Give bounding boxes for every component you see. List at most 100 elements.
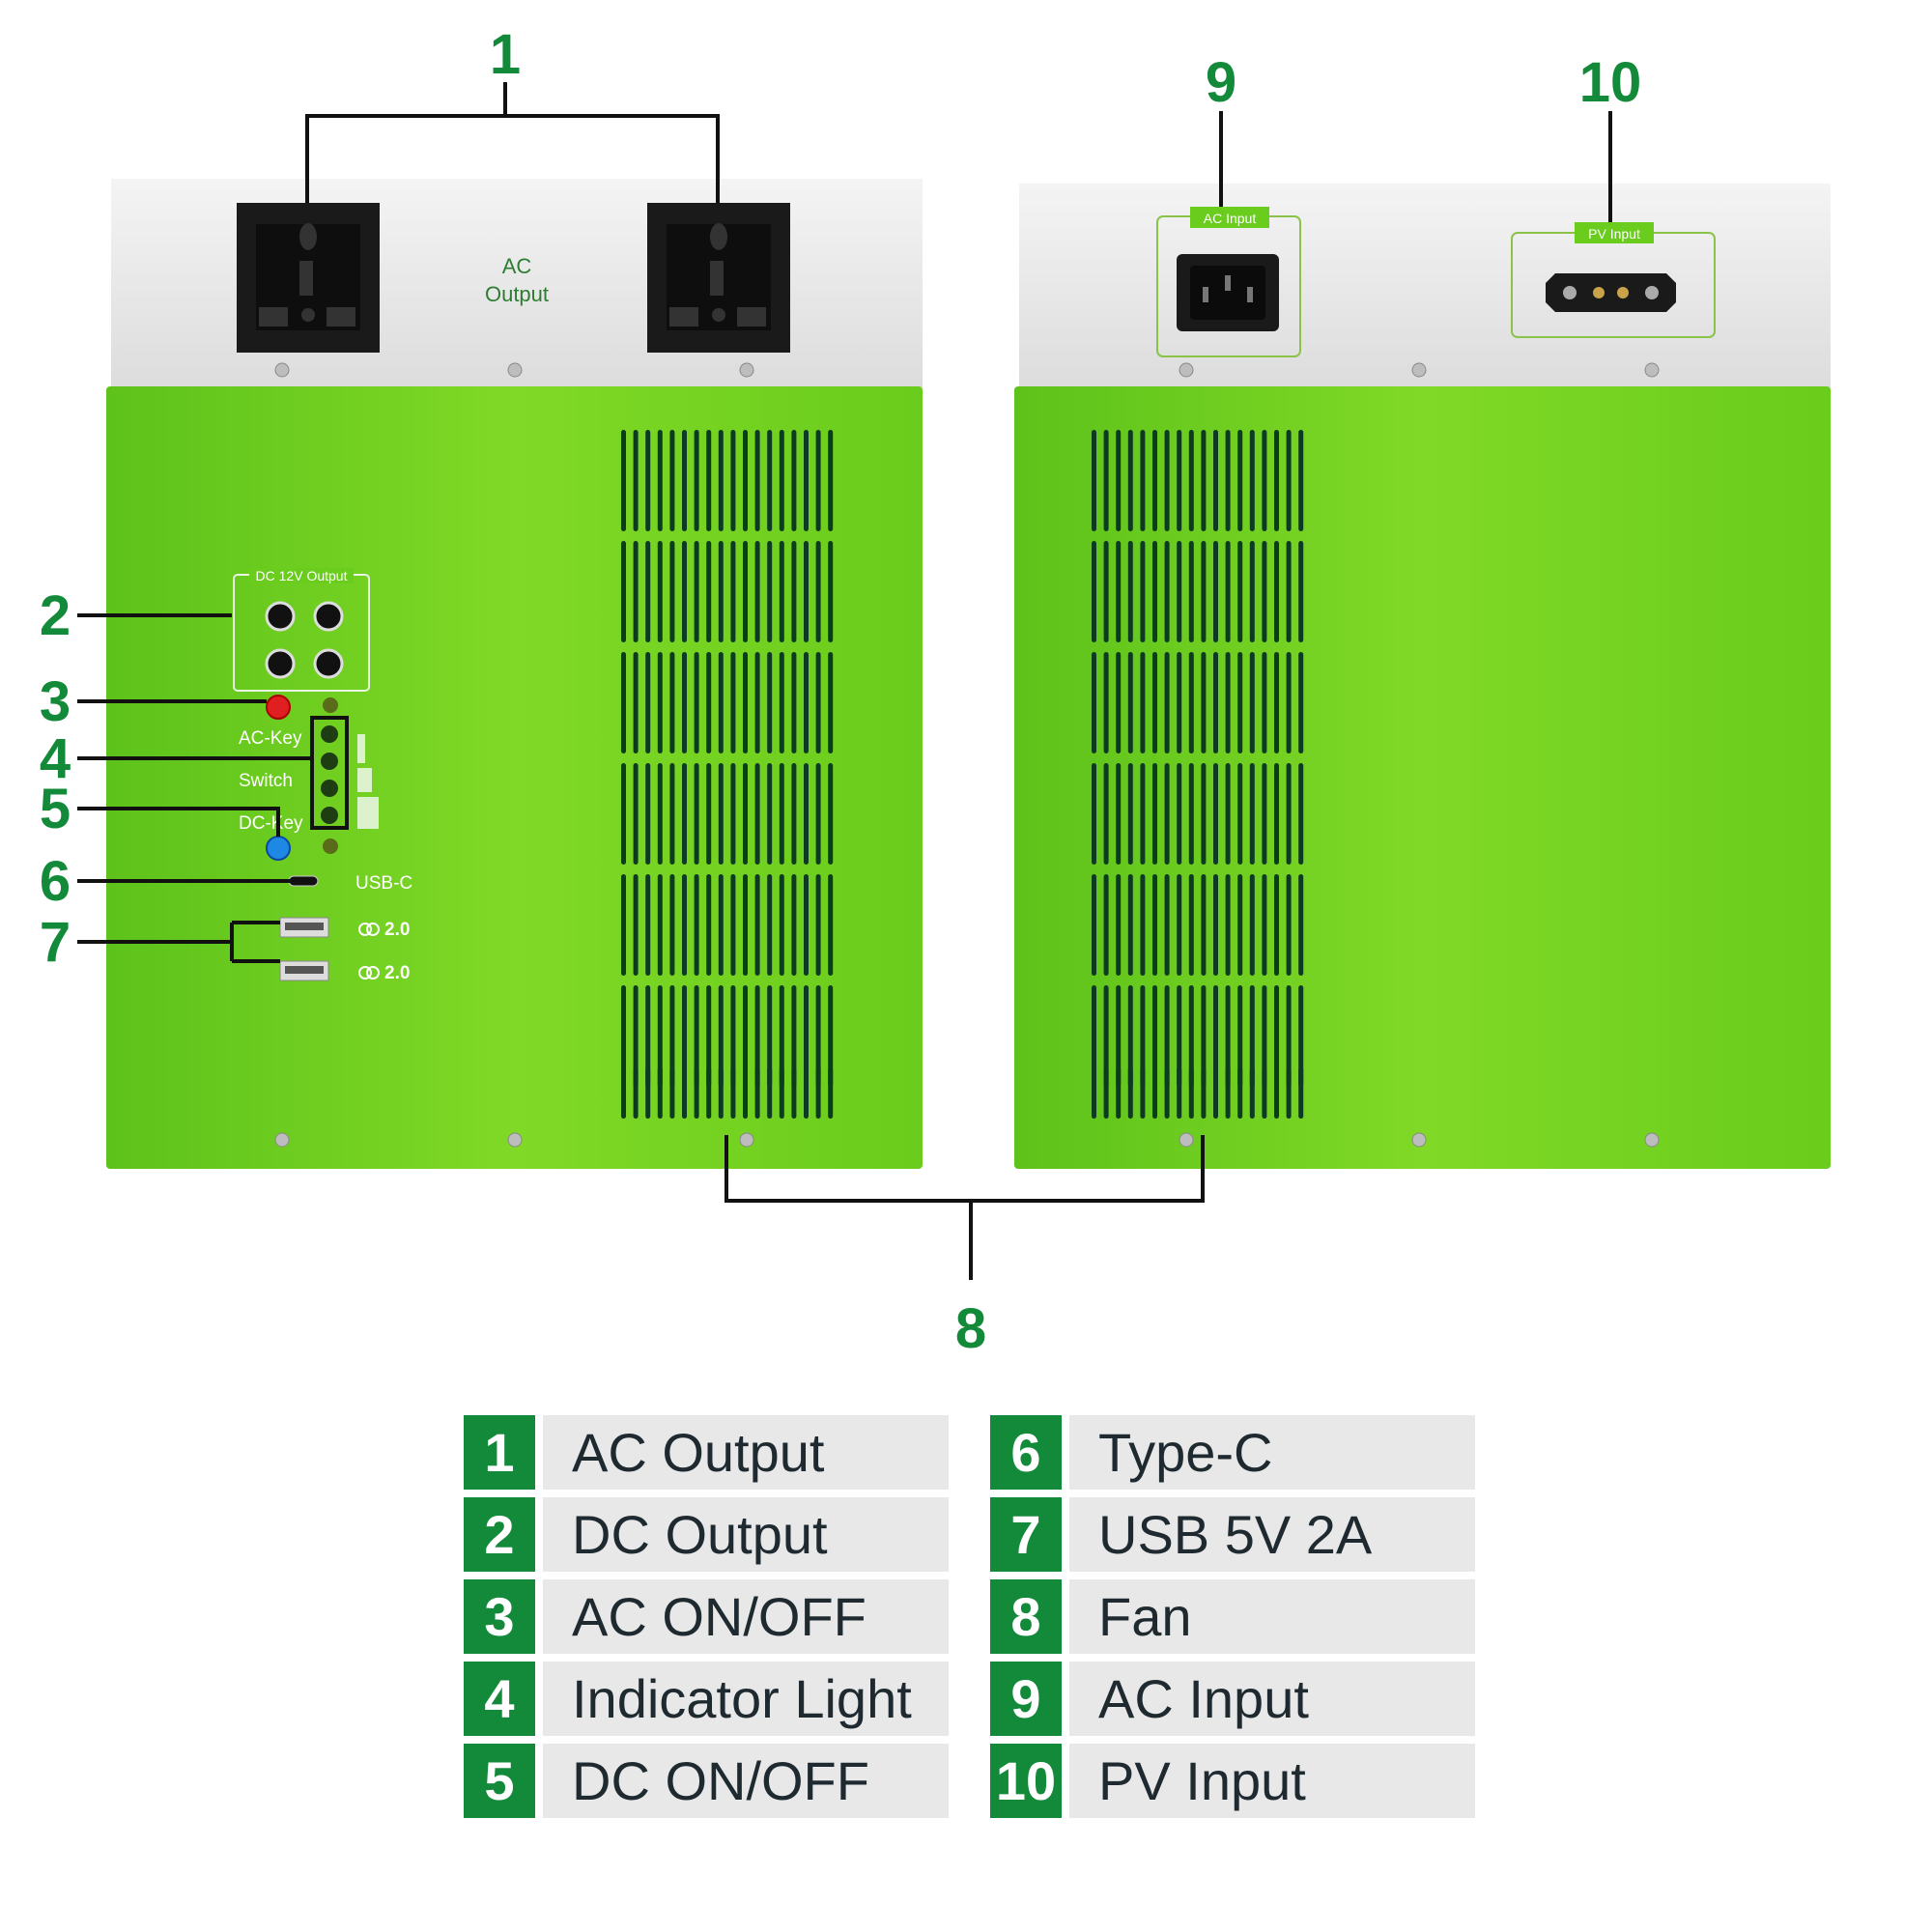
- vent-slot: [1127, 763, 1133, 865]
- vent-slot: [706, 541, 712, 642]
- vent-slot: [657, 652, 663, 753]
- legend-number-box: [464, 1579, 535, 1654]
- vent-slot: [633, 1067, 639, 1119]
- vent-slot: [645, 652, 651, 753]
- vent-slot: [621, 652, 626, 753]
- vent-slot: [621, 430, 626, 531]
- vent-slot: [779, 1067, 784, 1119]
- vent-slot: [791, 1067, 797, 1119]
- vent-slot: [1188, 541, 1194, 642]
- vent-slot: [633, 985, 639, 1087]
- vent-slot: [1116, 763, 1122, 865]
- vent-slot: [1092, 430, 1096, 531]
- dc-port: [313, 648, 344, 679]
- vent-slot: [1249, 430, 1255, 531]
- legend-number: 4: [484, 1668, 514, 1729]
- vent-slot: [682, 763, 687, 865]
- vent-slot: [669, 763, 675, 865]
- vent-slot: [730, 1067, 736, 1119]
- fan-vent-back: [1092, 430, 1304, 1119]
- vent-slot: [779, 652, 784, 753]
- vent-slot: [743, 1067, 748, 1119]
- vent-slot: [1225, 763, 1231, 865]
- vent-slot: [1092, 874, 1096, 976]
- legend-number: 1: [484, 1422, 514, 1483]
- vent-slot: [1177, 652, 1182, 753]
- vent-slot: [1092, 541, 1096, 642]
- callout-9: 9: [1206, 51, 1236, 114]
- vent-slot: [1262, 430, 1267, 531]
- vent-slot: [1127, 430, 1133, 531]
- vent-slot: [1116, 985, 1122, 1087]
- callout-1: 1: [490, 23, 521, 86]
- vent-slot: [1286, 1067, 1292, 1119]
- vent-slot: [1103, 541, 1109, 642]
- vent-slot: [1140, 652, 1146, 753]
- vent-slot: [730, 763, 736, 865]
- screw: [1179, 362, 1194, 378]
- vent-slot: [1298, 652, 1304, 753]
- vent-slot: [657, 430, 663, 531]
- vent-slot: [730, 541, 736, 642]
- vent-slot: [743, 874, 748, 976]
- vent-slot: [694, 652, 699, 753]
- dc-key-button[interactable]: [266, 836, 291, 861]
- legend-label: DC ON/OFF: [572, 1750, 869, 1811]
- vent-slot: [1225, 541, 1231, 642]
- vent-slot: [718, 430, 724, 531]
- vent-slot: [815, 1067, 821, 1119]
- callout-8: 8: [955, 1297, 986, 1360]
- dc-output-panel: DC 12V Output: [233, 568, 370, 692]
- vent-slot: [1298, 763, 1304, 865]
- vent-slot: [718, 541, 724, 642]
- vent-slot: [645, 874, 651, 976]
- legend-number-box: [990, 1662, 1062, 1736]
- callout-5: 5: [40, 778, 71, 840]
- vent-slot: [779, 763, 784, 865]
- screw: [274, 362, 290, 378]
- vent-slot: [1201, 985, 1207, 1087]
- vent-slot: [1152, 430, 1157, 531]
- vent-slot: [743, 985, 748, 1087]
- vent-slot: [1262, 541, 1267, 642]
- vent-slot: [1201, 874, 1207, 976]
- vent-slot: [669, 652, 675, 753]
- vent-slot: [1201, 763, 1207, 865]
- vent-slot: [743, 430, 748, 531]
- screw: [507, 1132, 523, 1148]
- vent-slot: [718, 652, 724, 753]
- vent-slot: [1127, 1067, 1133, 1119]
- vent-slot: [1249, 1067, 1255, 1119]
- legend-label-box: [1069, 1497, 1475, 1572]
- vent-slot: [1262, 985, 1267, 1087]
- vent-slot: [621, 985, 626, 1087]
- legend-label: PV Input: [1098, 1750, 1306, 1811]
- vent-slot: [815, 541, 821, 642]
- screw: [507, 362, 523, 378]
- legend-number: 8: [1010, 1586, 1040, 1647]
- vent-slot: [1237, 763, 1243, 865]
- vent-slot: [669, 1067, 675, 1119]
- vent-slot: [1177, 430, 1182, 531]
- vent-slot: [1225, 1067, 1231, 1119]
- vent-slot: [1262, 763, 1267, 865]
- legend-number: 9: [1010, 1668, 1040, 1729]
- legend-number: 6: [1010, 1422, 1040, 1483]
- vent-slot: [804, 874, 809, 976]
- ac-key-button[interactable]: [266, 695, 291, 720]
- vent-slot: [645, 985, 651, 1087]
- dc-key-label: DC-Key: [239, 813, 303, 834]
- vent-slot: [694, 763, 699, 865]
- vent-slot: [1225, 874, 1231, 976]
- vent-slot: [828, 763, 834, 865]
- vent-slot: [1286, 763, 1292, 865]
- vent-slot: [706, 874, 712, 976]
- vent-slot: [1164, 1067, 1170, 1119]
- usbc-label: USB-C: [355, 873, 412, 894]
- vent-slot: [1213, 430, 1218, 531]
- vent-slot: [754, 985, 760, 1087]
- vent-slot: [1298, 541, 1304, 642]
- vent-slot: [1152, 541, 1157, 642]
- vent-slot: [804, 652, 809, 753]
- vent-slot: [779, 541, 784, 642]
